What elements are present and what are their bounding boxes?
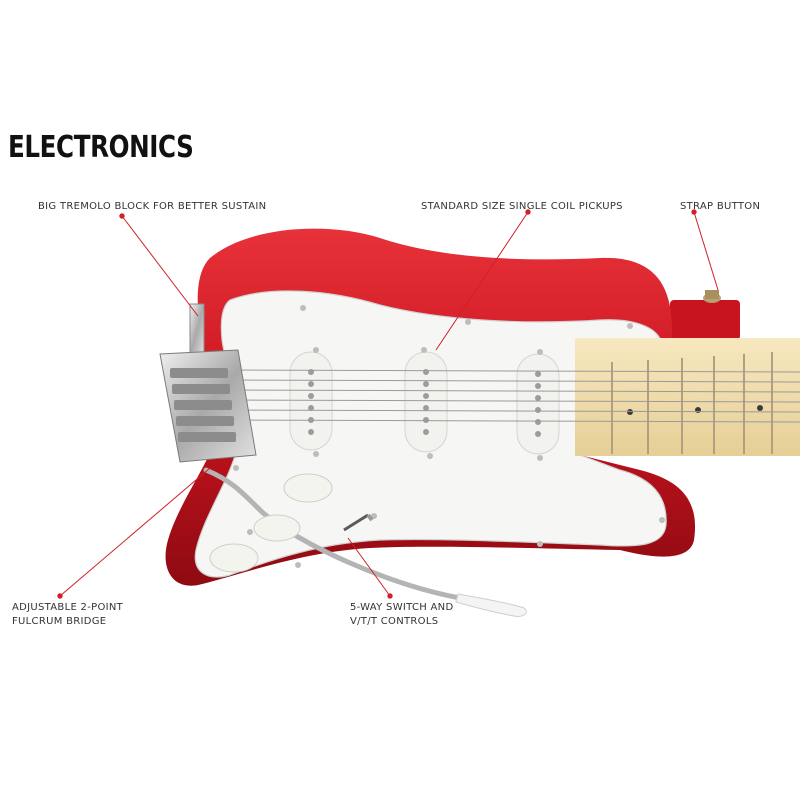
tremolo-arm-tip [455, 593, 527, 617]
neck [575, 338, 800, 456]
strings [229, 369, 800, 423]
control-knobs [209, 473, 333, 573]
tremolo-bridge [159, 303, 257, 463]
switch-controls-callout: 5-WAY SWITCH AND V/T/T CONTROLS [350, 602, 454, 627]
bridge-callout: ADJUSTABLE 2-POINT FULCRUM BRIDGE [12, 602, 124, 627]
strap-button-callout: STRAP BUTTON [680, 201, 761, 212]
pickups [289, 347, 560, 461]
pickups-callout: STANDARD SIZE SINGLE COIL PICKUPS [421, 201, 623, 212]
callout-pointers [57, 209, 719, 599]
strap-button [670, 290, 740, 340]
page-title: ELECTRONICS [8, 130, 194, 165]
tremolo-block-callout: BIG TREMOLO BLOCK FOR BETTER SUSTAIN [38, 201, 267, 212]
pickguard-screws [233, 305, 665, 568]
five-way-switch [343, 513, 374, 532]
